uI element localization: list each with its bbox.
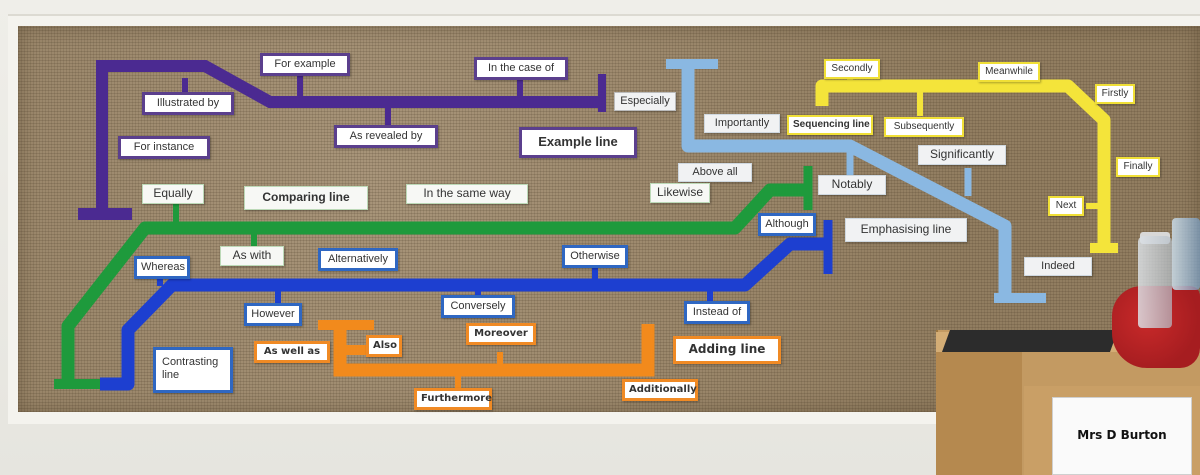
card-illustrated-by: Illustrated by: [142, 92, 234, 115]
card-likewise: Likewise: [650, 183, 710, 203]
card-especially: Especially: [614, 92, 676, 111]
card-equally: Equally: [142, 184, 204, 204]
card-notably: Notably: [818, 175, 886, 195]
card-instead-of: Instead of: [684, 301, 750, 324]
water-bottle: [1138, 236, 1172, 328]
example-line-title: Example line: [519, 127, 637, 158]
card-as-revealed-by: As revealed by: [334, 125, 438, 148]
card-otherwise: Otherwise: [562, 245, 628, 268]
card-additionally: Additionally: [622, 379, 698, 401]
card-as-well-as: As well as: [254, 341, 330, 363]
nameplate: Mrs D Burton: [1052, 397, 1192, 475]
emphasising-line-track: [666, 59, 1046, 303]
card-whereas: Whereas: [134, 256, 190, 279]
spray-bottle: [1172, 218, 1200, 290]
sequencing-line-title: Sequencing line: [787, 115, 873, 135]
card-although: Although: [758, 213, 816, 236]
card-as-with: As with: [220, 246, 284, 266]
card-for-instance: For instance: [118, 136, 210, 159]
card-in-the-case-of: In the case of: [474, 57, 568, 80]
card-furthermore: Furthermore: [414, 388, 492, 410]
card-subsequently: Subsequently: [884, 117, 964, 137]
card-in-the-same-way: In the same way: [406, 184, 528, 204]
contrasting-line-title-line1: Contrasting: [162, 356, 219, 368]
cabinet-side: [936, 352, 1022, 475]
comparing-line-track: [54, 166, 813, 389]
card-indeed: Indeed: [1024, 257, 1092, 276]
card-significantly: Significantly: [918, 145, 1006, 165]
sequencing-line-track: [815, 74, 1118, 253]
contrasting-line-track: [100, 220, 833, 391]
card-next: Next: [1048, 196, 1084, 216]
card-finally: Finally: [1116, 157, 1160, 177]
card-alternatively: Alternatively: [318, 248, 398, 271]
contrasting-line-title: Contrasting line: [153, 347, 233, 393]
adding-line-title: Adding line: [673, 336, 781, 364]
card-moreover: Moreover: [466, 323, 536, 345]
card-above-all: Above all: [678, 163, 752, 182]
card-conversely: Conversely: [441, 295, 515, 318]
card-importantly: Importantly: [704, 114, 780, 133]
black-tray: [941, 330, 1119, 352]
card-also: Also: [366, 335, 402, 357]
emphasising-line-title: Emphasising line: [845, 218, 967, 242]
contrasting-line-title-line2: line: [162, 368, 180, 381]
card-however: However: [244, 303, 302, 326]
card-meanwhile: Meanwhile: [978, 62, 1040, 82]
card-secondly: Secondly: [824, 59, 880, 79]
example-line-track: [78, 60, 606, 220]
card-for-example: For example: [260, 53, 350, 76]
card-firstly: Firstly: [1095, 84, 1135, 104]
comparing-line-title: Comparing line: [244, 186, 368, 210]
